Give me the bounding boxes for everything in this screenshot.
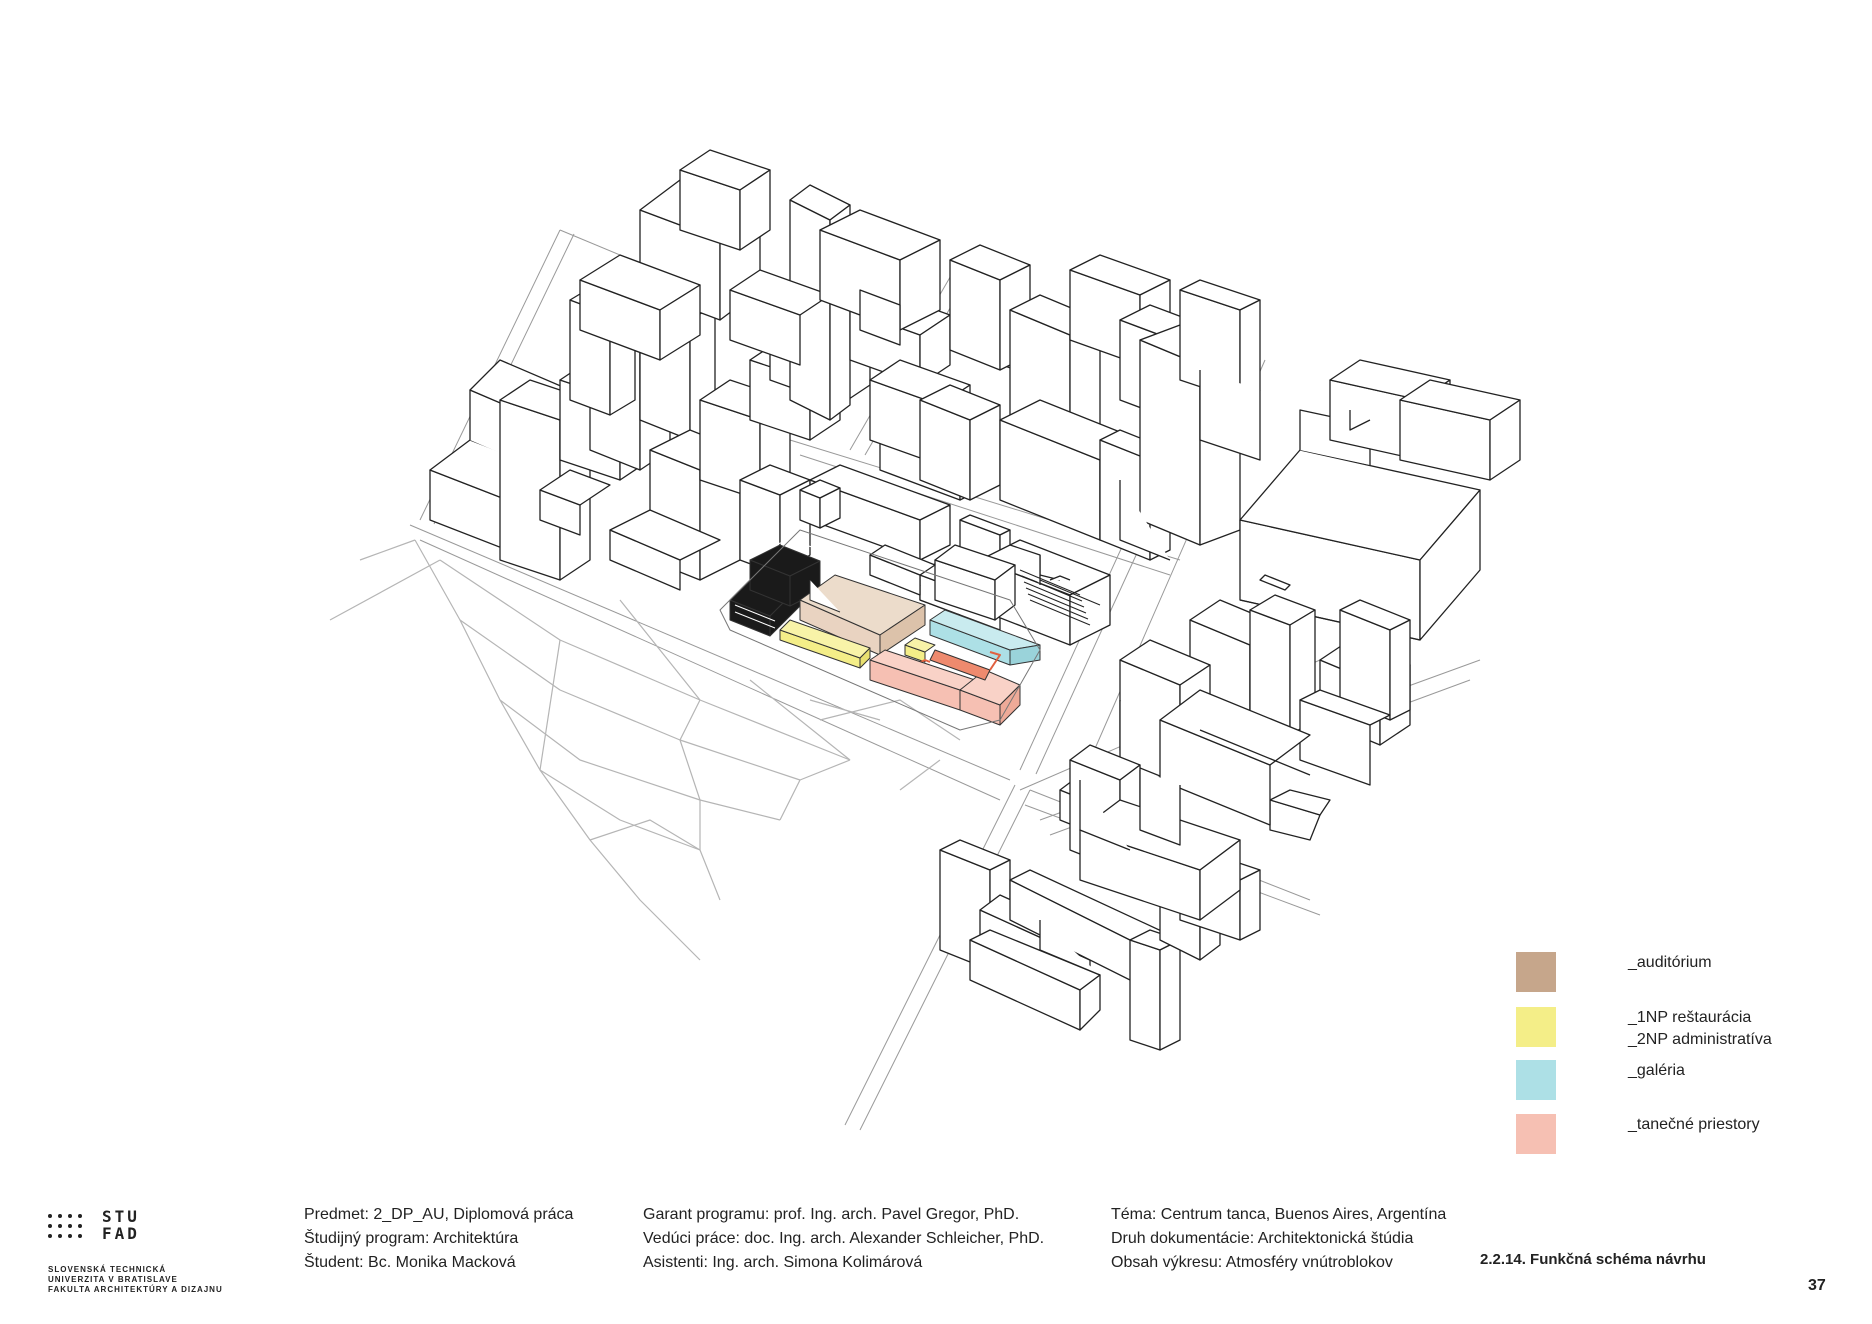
dance-volume bbox=[869, 649, 1021, 726]
info-line: Asistenti: Ing. arch. Simona Kolimárová bbox=[643, 1254, 923, 1271]
legend-swatch-auditorium bbox=[1516, 952, 1556, 992]
info-line: Druh dokumentácie: Architektonická štúdi… bbox=[1111, 1230, 1414, 1247]
east-blocks bbox=[1059, 359, 1521, 871]
south-blocks bbox=[939, 770, 1261, 1051]
legend-swatch-gallery bbox=[1516, 1060, 1556, 1100]
legend-item-auditorium: _auditórium bbox=[1516, 952, 1712, 992]
program-volumes bbox=[729, 539, 1041, 726]
gallery-volume bbox=[929, 609, 1041, 666]
drawing-info: Téma: Centrum tanca, Buenos Aires, Argen… bbox=[1111, 1203, 1446, 1275]
info-line: Študent: Bc. Monika Macková bbox=[304, 1254, 516, 1271]
info-line: Predmet: 2_DP_AU, Diplomová práca bbox=[304, 1206, 574, 1223]
legend-swatch-restaurant-admin bbox=[1516, 1007, 1556, 1047]
legend-label-line: _auditórium bbox=[1628, 954, 1712, 971]
legend-item-gallery: _galéria bbox=[1516, 1060, 1685, 1100]
supervisor-info: Garant programu: prof. Ing. arch. Pavel … bbox=[643, 1203, 1044, 1275]
logo-line: UNIVERZITA V BRATISLAVE bbox=[48, 1275, 178, 1284]
legend-label: _auditórium bbox=[1628, 952, 1712, 974]
legend-label-line: _tanečné priestory bbox=[1628, 1116, 1760, 1133]
legend-label: _galéria bbox=[1628, 1060, 1685, 1082]
logo-dots-icon bbox=[48, 1214, 88, 1238]
info-line: Vedúci práce: doc. Ing. arch. Alexander … bbox=[643, 1230, 1045, 1247]
north-blocks bbox=[869, 244, 1261, 561]
legend-swatch-dance bbox=[1516, 1114, 1556, 1154]
logo-mark-bottom: FAD bbox=[102, 1224, 140, 1243]
sheet-title: 2.2.14. Funkčná schéma návrhu bbox=[1480, 1251, 1706, 1268]
logo-mark-top: STU bbox=[102, 1207, 140, 1226]
park-paths bbox=[329, 539, 961, 961]
legend-item-dance: _tanečné priestory bbox=[1516, 1114, 1760, 1154]
stu-fad-logo: STU FAD SLOVENSKÁ TECHNICKÁ UNIVERZITA V… bbox=[48, 1208, 248, 1308]
legend-label: _1NP reštaurácia _2NP administratíva bbox=[1628, 1007, 1772, 1051]
legend-item-restaurant-admin: _1NP reštaurácia _2NP administratíva bbox=[1516, 1007, 1772, 1051]
logo-line: SLOVENSKÁ TECHNICKÁ bbox=[48, 1265, 167, 1274]
info-line: Garant programu: prof. Ing. arch. Pavel … bbox=[643, 1206, 1020, 1223]
legend-label-line: _galéria bbox=[1628, 1062, 1685, 1079]
logo-line: FAKULTA ARCHITEKTÚRY A DIZAJNU bbox=[48, 1285, 223, 1294]
legend-label-line: _2NP administratíva bbox=[1628, 1031, 1772, 1048]
northwest-blocks bbox=[429, 149, 951, 591]
logo-institution: SLOVENSKÁ TECHNICKÁ UNIVERZITA V BRATISL… bbox=[48, 1265, 223, 1295]
legend-label-line: _1NP reštaurácia bbox=[1628, 1009, 1752, 1026]
central-block-context bbox=[799, 464, 1111, 646]
info-line: Študijný program: Architektúra bbox=[304, 1230, 519, 1247]
restaurant-volume bbox=[779, 619, 936, 669]
title-block: STU FAD SLOVENSKÁ TECHNICKÁ UNIVERZITA V… bbox=[0, 1200, 1872, 1324]
legend-label: _tanečné priestory bbox=[1628, 1114, 1760, 1136]
info-line: Téma: Centrum tanca, Buenos Aires, Argen… bbox=[1111, 1206, 1447, 1223]
logo-wordmark: STU FAD bbox=[102, 1208, 140, 1242]
site-block-outline bbox=[719, 529, 1041, 731]
project-info: Predmet: 2_DP_AU, Diplomová práca Študij… bbox=[304, 1203, 573, 1275]
info-line: Obsah výkresu: Atmosféry vnútroblokov bbox=[1111, 1254, 1393, 1271]
page-number: 37 bbox=[1808, 1277, 1826, 1294]
